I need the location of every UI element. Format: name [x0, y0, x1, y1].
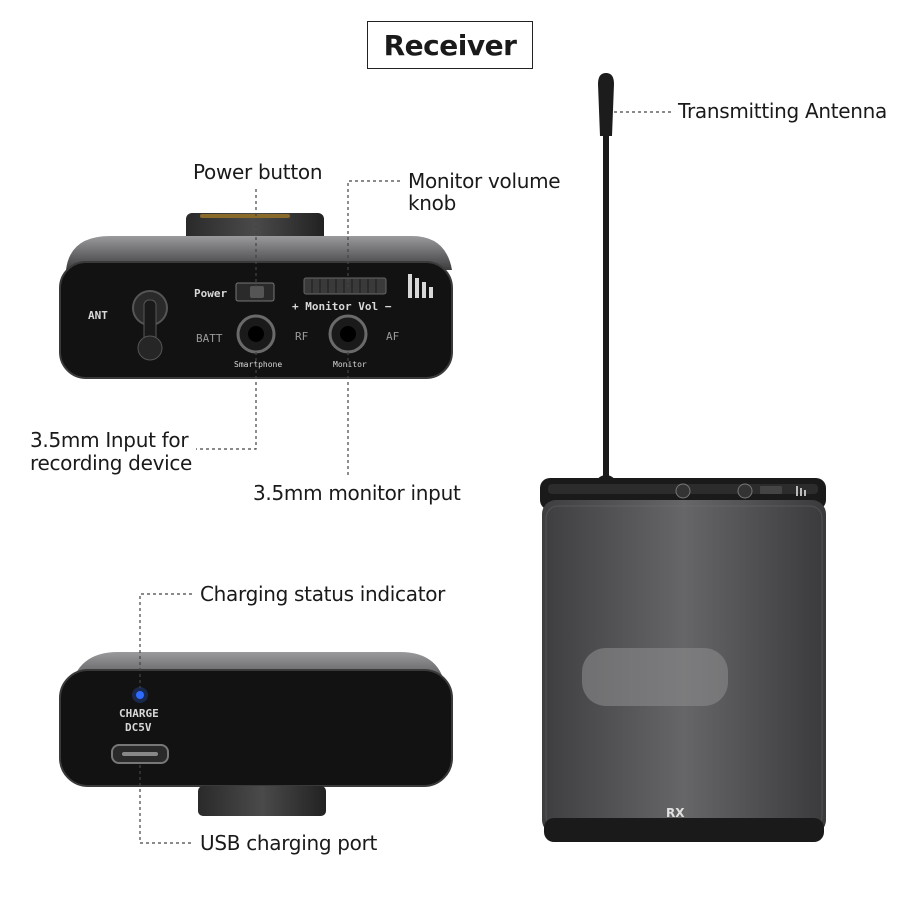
- antenna-cap: [598, 73, 614, 136]
- label-smartphone: Smartphone: [234, 360, 282, 369]
- bottom-panel-face: [59, 669, 453, 787]
- label-power: Power: [194, 287, 227, 300]
- page-title: Receiver: [367, 21, 533, 69]
- callout-usb-port: USB charging port: [200, 831, 378, 855]
- label-dc5v: DC5V: [125, 721, 152, 734]
- receiver-top-jack-1: [675, 483, 691, 499]
- label-monitor-vol: + Monitor Vol −: [292, 300, 392, 313]
- callout-monitor-input: 3.5mm monitor input: [253, 481, 461, 505]
- callout-input-recording-line2: recording device: [30, 451, 193, 475]
- label-batt: BATT: [196, 332, 223, 345]
- smartphone-jack-hole: [248, 326, 264, 342]
- receiver-top-jack-2: [737, 483, 753, 499]
- label-charge: CHARGE: [119, 707, 159, 720]
- leader-input-recording: [196, 352, 257, 450]
- knob-ridges: [311, 279, 377, 293]
- antenna-whip: [603, 136, 609, 482]
- label-rf: RF: [295, 330, 308, 343]
- receiver-top-knob: [760, 486, 782, 494]
- leader-charging-indicator: [139, 593, 192, 688]
- bottom-panel-device: CHARGE DC5V: [59, 652, 453, 816]
- monitor-volume-knob[interactable]: [303, 277, 387, 295]
- callout-power-button: Power button: [193, 160, 323, 184]
- label-ant: ANT: [88, 309, 108, 322]
- label-monitor: Monitor: [333, 360, 367, 369]
- callout-input-recording-line1: 3.5mm Input for: [30, 428, 189, 452]
- signal-bars-icon: [408, 274, 433, 298]
- callout-antenna: Transmitting Antenna: [678, 99, 887, 123]
- usb-port-pins: [122, 752, 158, 756]
- leader-monitor-volume: [347, 180, 400, 287]
- callout-monitor-volume-line1: Monitor volume: [408, 169, 561, 193]
- receiver-bottom-lip: [544, 818, 824, 842]
- leader-usb-port: [139, 765, 194, 844]
- monitor-jack-hole: [340, 326, 356, 342]
- leader-lines: [139, 111, 672, 844]
- top-panel-device: ANT Power + Monitor Vol − BATT RF AF Sma…: [59, 213, 453, 379]
- clip-screw: [200, 214, 290, 218]
- bottom-belt-clip: [198, 786, 326, 816]
- power-switch-slider: [250, 286, 264, 298]
- label-af: AF: [386, 330, 399, 343]
- antenna-tip: [137, 335, 163, 361]
- label-rx: RX: [666, 806, 685, 820]
- charging-led-icon: [136, 691, 144, 699]
- receiver-signal-icon: [796, 486, 806, 496]
- charging-led-glow: [132, 687, 148, 703]
- callout-monitor-volume-line2: knob: [408, 191, 456, 215]
- blurred-logo: [582, 648, 728, 706]
- callout-charging-indicator: Charging status indicator: [200, 582, 446, 606]
- receiver-body: RX: [540, 73, 826, 842]
